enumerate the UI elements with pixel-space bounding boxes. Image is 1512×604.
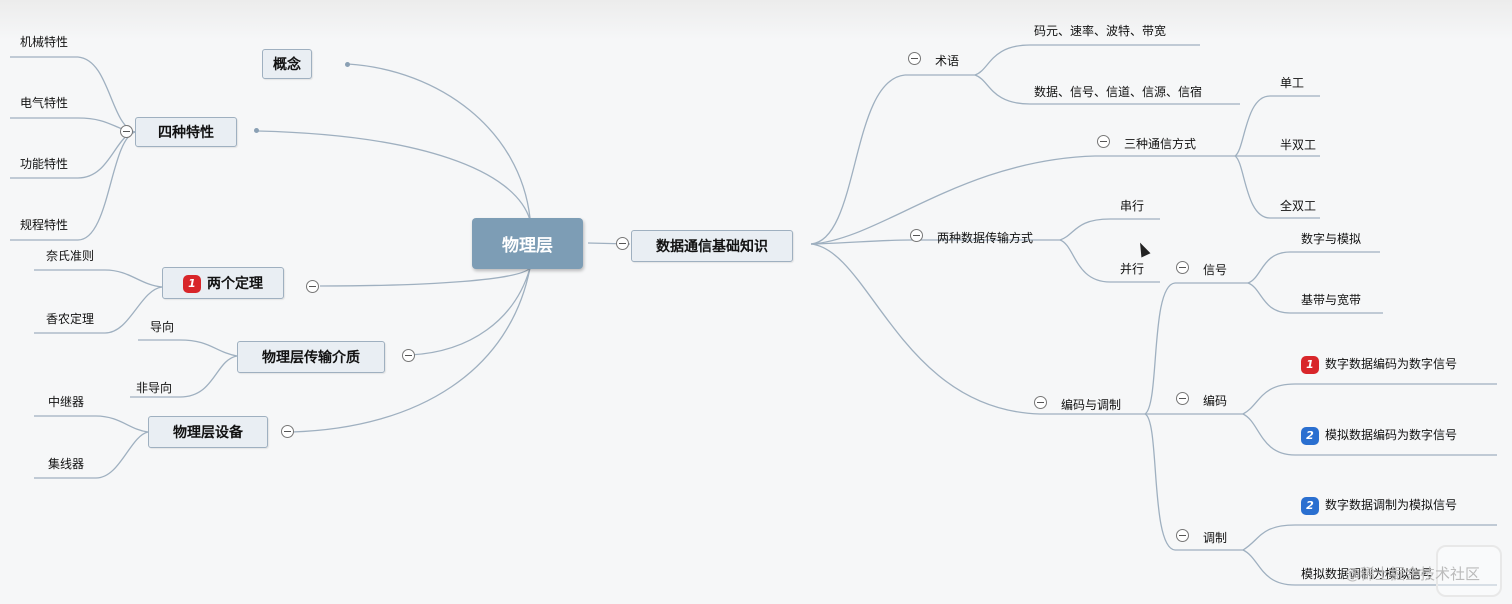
leaf-label: 模拟数据编码为数字信号 <box>1325 428 1458 442</box>
node-media[interactable]: 物理层传输介质 <box>237 341 385 373</box>
leaf-analog-to-digital[interactable]: 2 模拟数据编码为数字信号 <box>1301 426 1457 445</box>
watermark-text: @稀土掘金技术社区 <box>1345 565 1481 583</box>
priority-2-icon: 2 <box>1301 426 1319 445</box>
leaf-electrical[interactable]: 电气特性 <box>20 96 69 110</box>
node-four-props[interactable]: 四种特性 <box>135 117 237 147</box>
collapse-toggle-modulation[interactable] <box>1176 529 1189 542</box>
branch-terms[interactable]: 术语 <box>935 54 960 68</box>
collapse-toggle-terms[interactable] <box>908 52 921 65</box>
node-data-comm-basics[interactable]: 数据通信基础知识 <box>631 230 793 262</box>
leaf-shannon[interactable]: 香农定理 <box>46 312 95 326</box>
collapse-toggle-comm-modes[interactable] <box>1097 135 1110 148</box>
collapse-toggle-signal[interactable] <box>1176 261 1189 274</box>
branch-encoding[interactable]: 编码 <box>1203 394 1228 408</box>
collapse-toggle-right-main[interactable] <box>616 237 629 250</box>
branch-modulation[interactable]: 调制 <box>1203 531 1228 545</box>
leaf-hub[interactable]: 集线器 <box>48 457 85 471</box>
leaf-digital-analog[interactable]: 数字与模拟 <box>1301 232 1362 246</box>
watermark-logo-icon <box>1436 545 1502 597</box>
leaf-procedural[interactable]: 规程特性 <box>20 218 69 232</box>
collapse-toggle-encoding[interactable] <box>1176 392 1189 405</box>
priority-1-icon: 1 <box>1301 355 1319 374</box>
leaf-simplex[interactable]: 单工 <box>1280 76 1305 90</box>
connector-dot <box>345 62 350 67</box>
leaf-label: 数字数据调制为模拟信号 <box>1325 498 1458 512</box>
leaf-parallel[interactable]: 并行 <box>1120 262 1145 276</box>
leaf-nyquist[interactable]: 奈氏准则 <box>46 249 95 263</box>
priority-1-icon: 1 <box>183 275 201 293</box>
collapse-toggle-two-theorems[interactable] <box>306 280 319 293</box>
leaf-mechanical[interactable]: 机械特性 <box>20 35 69 49</box>
node-devices[interactable]: 物理层设备 <box>148 416 268 448</box>
leaf-serial[interactable]: 串行 <box>1120 199 1145 213</box>
leaf-functional[interactable]: 功能特性 <box>20 157 69 171</box>
root-node[interactable]: 物理层 <box>472 218 583 269</box>
leaf-half-duplex[interactable]: 半双工 <box>1280 138 1317 152</box>
collapse-toggle-transfer-modes[interactable] <box>910 229 923 242</box>
node-two-theorems-label: 两个定理 <box>207 276 263 292</box>
leaf-guided[interactable]: 导向 <box>150 320 175 334</box>
node-two-theorems[interactable]: 1 两个定理 <box>162 267 284 299</box>
collapse-toggle-media[interactable] <box>402 349 415 362</box>
priority-2-icon: 2 <box>1301 496 1319 515</box>
leaf-label: 数字数据编码为数字信号 <box>1325 357 1458 371</box>
collapse-toggle-devices[interactable] <box>281 425 294 438</box>
leaf-repeater[interactable]: 中继器 <box>48 395 85 409</box>
leaf-terms-2[interactable]: 数据、信号、信道、信源、信宿 <box>1034 85 1203 99</box>
leaf-baseband-broadband[interactable]: 基带与宽带 <box>1301 293 1362 307</box>
leaf-digital-to-digital[interactable]: 1 数字数据编码为数字信号 <box>1301 355 1457 374</box>
branch-comm-modes[interactable]: 三种通信方式 <box>1124 137 1197 151</box>
connector-dot <box>254 128 259 133</box>
branch-transfer-modes[interactable]: 两种数据传输方式 <box>937 231 1034 245</box>
branch-signal[interactable]: 信号 <box>1203 263 1228 277</box>
branch-codec[interactable]: 编码与调制 <box>1061 398 1122 412</box>
leaf-unguided[interactable]: 非导向 <box>136 381 173 395</box>
leaf-terms-1[interactable]: 码元、速率、波特、带宽 <box>1034 24 1167 38</box>
leaf-analog-to-analog[interactable]: 模拟数据调制为模拟信号 <box>1301 567 1434 581</box>
collapse-toggle-four-props[interactable] <box>120 125 133 138</box>
leaf-full-duplex[interactable]: 全双工 <box>1280 199 1317 213</box>
collapse-toggle-codec[interactable] <box>1034 396 1047 409</box>
node-concept[interactable]: 概念 <box>262 49 312 79</box>
leaf-digital-to-analog[interactable]: 2 数字数据调制为模拟信号 <box>1301 496 1457 515</box>
